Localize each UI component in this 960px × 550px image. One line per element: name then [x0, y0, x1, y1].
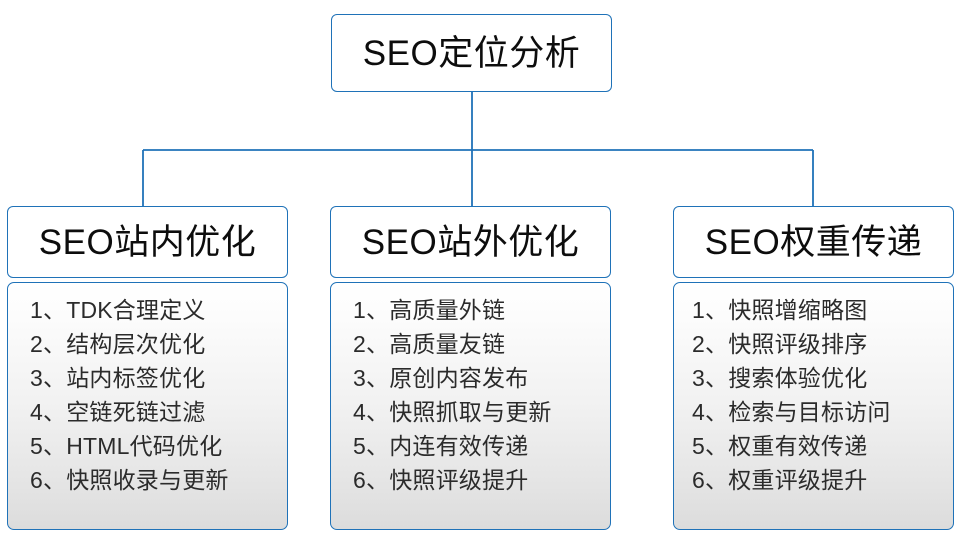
branch-1-body: 1、TDK合理定义 2、结构层次优化 3、站内标签优化 4、空链死链过滤 5、H…	[7, 282, 288, 530]
list-item: 2、结构层次优化	[30, 331, 206, 357]
branch-2-item-list: 1、高质量外链 2、高质量友链 3、原创内容发布 4、快照抓取与更新 5、内连有…	[331, 293, 610, 497]
list-item: 3、站内标签优化	[30, 365, 206, 391]
branch-2-header[interactable]: SEO站外优化	[330, 206, 611, 278]
branch-3-header[interactable]: SEO权重传递	[673, 206, 954, 278]
branch-1-title: SEO站内优化	[38, 222, 257, 262]
list-item: 5、内连有效传递	[353, 433, 529, 459]
list-item: 4、检索与目标访问	[692, 399, 891, 425]
branch-1-header[interactable]: SEO站内优化	[7, 206, 288, 278]
list-item: 5、权重有效传递	[692, 433, 868, 459]
list-item: 5、HTML代码优化	[30, 433, 223, 459]
root-node[interactable]: SEO定位分析	[331, 14, 612, 92]
branch-2-body: 1、高质量外链 2、高质量友链 3、原创内容发布 4、快照抓取与更新 5、内连有…	[330, 282, 611, 530]
branch-column-3: SEO权重传递 1、快照增缩略图 2、快照评级排序 3、搜索体验优化 4、检索与…	[673, 206, 954, 530]
branch-3-item-list: 1、快照增缩略图 2、快照评级排序 3、搜索体验优化 4、检索与目标访问 5、权…	[674, 293, 953, 497]
list-item: 2、高质量友链	[353, 331, 506, 357]
branch-1-item-list: 1、TDK合理定义 2、结构层次优化 3、站内标签优化 4、空链死链过滤 5、H…	[8, 293, 287, 497]
branch-3-title: SEO权重传递	[704, 222, 923, 262]
branch-column-1: SEO站内优化 1、TDK合理定义 2、结构层次优化 3、站内标签优化 4、空链…	[7, 206, 288, 530]
branch-2-title: SEO站外优化	[361, 222, 580, 262]
list-item: 1、TDK合理定义	[30, 297, 206, 323]
list-item: 6、快照收录与更新	[30, 467, 229, 493]
branch-column-2: SEO站外优化 1、高质量外链 2、高质量友链 3、原创内容发布 4、快照抓取与…	[330, 206, 611, 530]
root-node-title: SEO定位分析	[362, 33, 581, 73]
list-item: 3、原创内容发布	[353, 365, 529, 391]
branch-3-body: 1、快照增缩略图 2、快照评级排序 3、搜索体验优化 4、检索与目标访问 5、权…	[673, 282, 954, 530]
list-item: 4、空链死链过滤	[30, 399, 206, 425]
list-item: 1、高质量外链	[353, 297, 506, 323]
list-item: 4、快照抓取与更新	[353, 399, 552, 425]
list-item: 6、权重评级提升	[692, 467, 868, 493]
list-item: 1、快照增缩略图	[692, 297, 868, 323]
list-item: 3、搜索体验优化	[692, 365, 868, 391]
list-item: 6、快照评级提升	[353, 467, 529, 493]
list-item: 2、快照评级排序	[692, 331, 868, 357]
